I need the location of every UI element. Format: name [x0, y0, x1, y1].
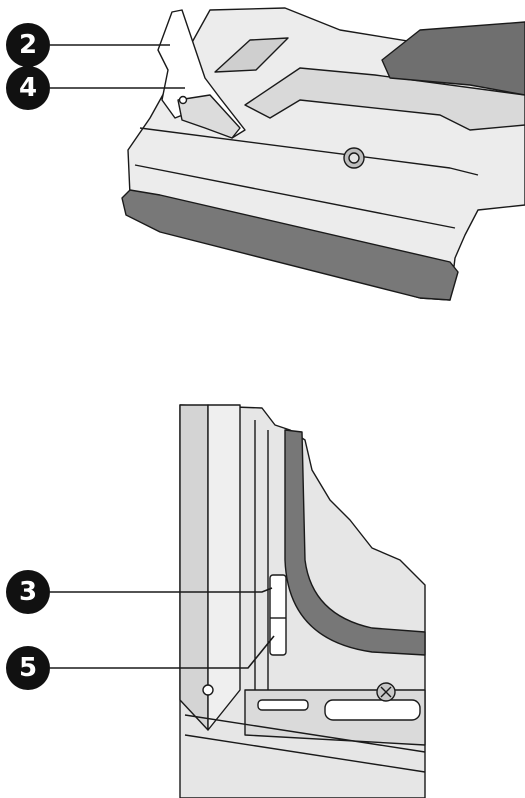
door-channel	[381, 21, 525, 96]
top-view-illustration	[121, 7, 525, 301]
bottom-view-illustration	[179, 404, 426, 798]
frame-hole-1	[324, 699, 421, 721]
frame-rail-left	[179, 404, 209, 731]
top-view-leaders	[50, 44, 185, 89]
callout-3: 3	[6, 570, 50, 614]
callout-2: 2	[6, 23, 50, 67]
door-slot	[214, 37, 289, 73]
door-lower-lip	[121, 189, 459, 301]
leader-line-3	[50, 587, 273, 593]
frame-rail-mid	[207, 404, 241, 731]
leader-line-5	[50, 635, 275, 669]
callout-5: 5	[6, 646, 50, 690]
door-ridge	[244, 67, 525, 131]
hinge-receiver	[269, 574, 287, 656]
bottom-view-leaders	[50, 587, 275, 669]
frame-hole-2	[257, 699, 309, 711]
frame-gasket	[284, 429, 426, 656]
frame-round-hole	[202, 684, 214, 696]
latch-bracket	[177, 94, 241, 139]
callout-4: 4	[6, 66, 50, 110]
